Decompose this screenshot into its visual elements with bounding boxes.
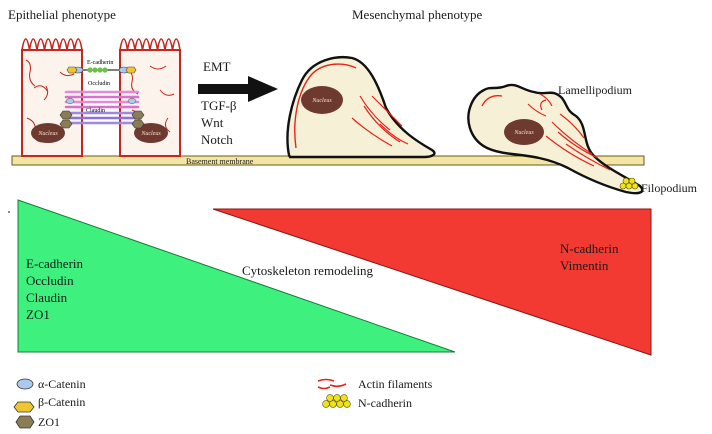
basement-membrane-label: Basement membrane [186,157,254,166]
marker-claudin: Claudin [26,290,68,305]
marker-occludin: Occludin [26,273,74,288]
junction-complex [59,66,145,129]
cytoskeleton-remodeling-label: Cytoskeleton remodeling [242,263,374,278]
signal-tgf-beta: TGF-β [201,98,237,113]
n-cadherin-cluster [619,177,639,190]
legend-actin-filaments: Actin filaments [358,377,433,391]
legend-beta-catenin: β-Catenin [38,395,86,409]
mesenchymal-cell-2: Nucleus [467,83,644,195]
actin-filament-icon [317,378,347,390]
epithelial-phenotype-header: Epithelial phenotype [8,7,116,22]
zo1-icon [15,415,35,429]
occludin-junction-label: Occludin [88,81,110,87]
microvilli-right [119,38,181,51]
legend-alpha-catenin: α-Catenin [38,377,86,391]
nucleus-label-left: Nucleus [37,131,58,137]
epithelial-marker-gradient [17,199,456,353]
legend-n-cadherin: N-cadherin [358,396,412,410]
emt-arrow [198,76,278,102]
mesenchymal-marker-list: N-cadherin Vimentin [560,240,618,274]
nucleus-right [134,123,168,143]
marker-e-cadherin: E-cadherin [26,256,84,271]
marker-vimentin: Vimentin [560,258,609,273]
marker-zo1: ZO1 [26,307,50,322]
marker-n-cadherin: N-cadherin [560,241,619,256]
filopodium-label: Filopodium [641,181,698,195]
emt-label: EMT [203,59,231,74]
legend-zo1: ZO1 [38,415,60,429]
signal-notch: Notch [201,132,233,147]
nucleus-label-mes-1: Nucleus [311,98,332,104]
epithelial-marker-list: E-cadherin Occludin Claudin ZO1 [26,255,83,323]
emt-signals: TGF-β Wnt Notch [201,97,237,148]
n-cadherin-icon [322,394,351,408]
beta-catenin-icon [13,401,35,413]
nucleus-label-mes-2: Nucleus [513,130,534,136]
signal-wnt: Wnt [201,115,224,130]
alpha-catenin-icon [16,378,34,390]
microvilli-left [21,38,83,51]
ecadherin-junction-label: E-cadherin [87,60,113,66]
nucleus-mesenchymal-2 [504,119,544,145]
nucleus-mesenchymal-1 [301,86,343,114]
mesenchymal-phenotype-header: Mesenchymal phenotype [352,7,483,22]
nucleus-label-right: Nucleus [140,131,161,137]
claudin-junction-label: Claudin [86,108,105,114]
mesenchymal-cell-1: Nucleus [286,56,436,159]
lamellipodium-label: Lamellipodium [558,83,632,97]
nucleus-left [31,123,65,143]
mesenchymal-marker-gradient [212,208,652,356]
